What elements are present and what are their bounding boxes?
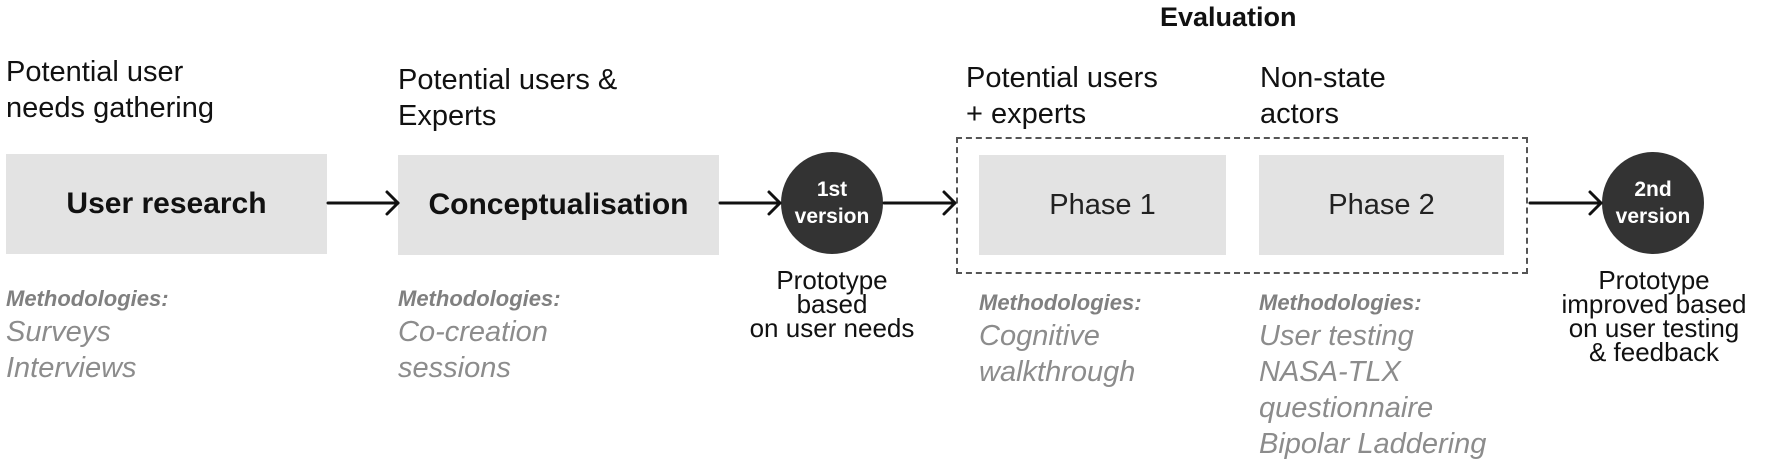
- phase1-heading-line: + experts: [966, 98, 1087, 130]
- phase2-methodologies-label: Methodologies:: [1259, 290, 1422, 315]
- first-version-circle: 1st version: [781, 152, 883, 254]
- phase1-heading: Potential users + experts: [966, 60, 1158, 132]
- second-version-label-line: version: [1615, 205, 1691, 228]
- stage1-heading: Potential user needs gathering: [6, 54, 214, 126]
- arrow-evaluation-to-second-version: [1528, 190, 1603, 216]
- phase2-heading-line: actors: [1260, 98, 1339, 130]
- caption-line: & feedback: [1588, 337, 1720, 367]
- stage1-methodologies-label: Methodologies:: [6, 286, 169, 311]
- user-research-box: User research: [6, 154, 327, 254]
- phase1-methods-list: Cognitive walkthrough: [979, 318, 1135, 390]
- caption-line: Prototype: [1598, 265, 1710, 295]
- arrow-research-to-concept: [326, 190, 400, 216]
- second-version-caption: Prototype improved based on user testing…: [1548, 265, 1760, 367]
- evaluation-dashed-frame: [956, 137, 1528, 274]
- phase1-box: Phase 1: [979, 155, 1226, 255]
- first-version-caption: Prototype based on user needs: [730, 265, 934, 343]
- stage1-heading-line: Potential user: [6, 56, 184, 88]
- conceptualisation-label: Conceptualisation: [428, 188, 689, 221]
- caption-line: Prototype: [776, 265, 888, 295]
- method-item: Surveys: [6, 316, 111, 348]
- first-version-label-line: 1st: [816, 178, 848, 201]
- method-item: sessions: [398, 352, 511, 384]
- phase1-heading-line: Potential users: [966, 62, 1158, 94]
- method-item: NASA-TLX: [1259, 356, 1401, 388]
- first-version-label-line: version: [794, 205, 870, 228]
- stage2-heading-line: Potential users &: [398, 64, 618, 96]
- stage2-heading: Potential users & Experts: [398, 62, 617, 134]
- stage2-methodologies-label: Methodologies:: [398, 286, 561, 311]
- phase2-label: Phase 2: [1328, 188, 1435, 221]
- second-version-label-line: 2nd: [1634, 178, 1672, 201]
- method-item: Cognitive: [979, 320, 1100, 352]
- caption-line: based: [796, 289, 868, 319]
- phase2-heading-line: Non-state: [1260, 62, 1386, 94]
- caption-line: on user testing: [1568, 313, 1740, 343]
- method-item: questionnaire: [1259, 392, 1434, 424]
- evaluation-title: Evaluation: [1160, 2, 1297, 32]
- caption-line: improved based: [1561, 289, 1747, 319]
- method-item: User testing: [1259, 320, 1414, 352]
- caption-line: on user needs: [749, 313, 915, 343]
- arrow-concept-to-first-version: [718, 190, 782, 216]
- stage2-methods-list: Co-creation sessions: [398, 314, 548, 386]
- stage1-heading-line: needs gathering: [6, 92, 214, 124]
- phase1-label: Phase 1: [1049, 188, 1156, 221]
- method-item: Bipolar Laddering: [1259, 428, 1487, 460]
- phase2-methods-list: User testing NASA-TLX questionnaire Bipo…: [1259, 318, 1486, 462]
- stage2-heading-line: Experts: [398, 100, 497, 132]
- method-item: walkthrough: [979, 356, 1136, 388]
- second-version-circle: 2nd version: [1602, 152, 1704, 254]
- method-item: Co-creation: [398, 316, 548, 348]
- phase2-box: Phase 2: [1259, 155, 1504, 255]
- phase1-methodologies-label: Methodologies:: [979, 290, 1142, 315]
- user-research-label: User research: [66, 187, 267, 220]
- conceptualisation-box: Conceptualisation: [398, 155, 719, 255]
- stage1-methods-list: Surveys Interviews: [6, 314, 137, 386]
- arrow-first-version-to-evaluation: [882, 190, 957, 216]
- phase2-heading: Non-state actors: [1260, 60, 1386, 132]
- method-item: Interviews: [6, 352, 137, 384]
